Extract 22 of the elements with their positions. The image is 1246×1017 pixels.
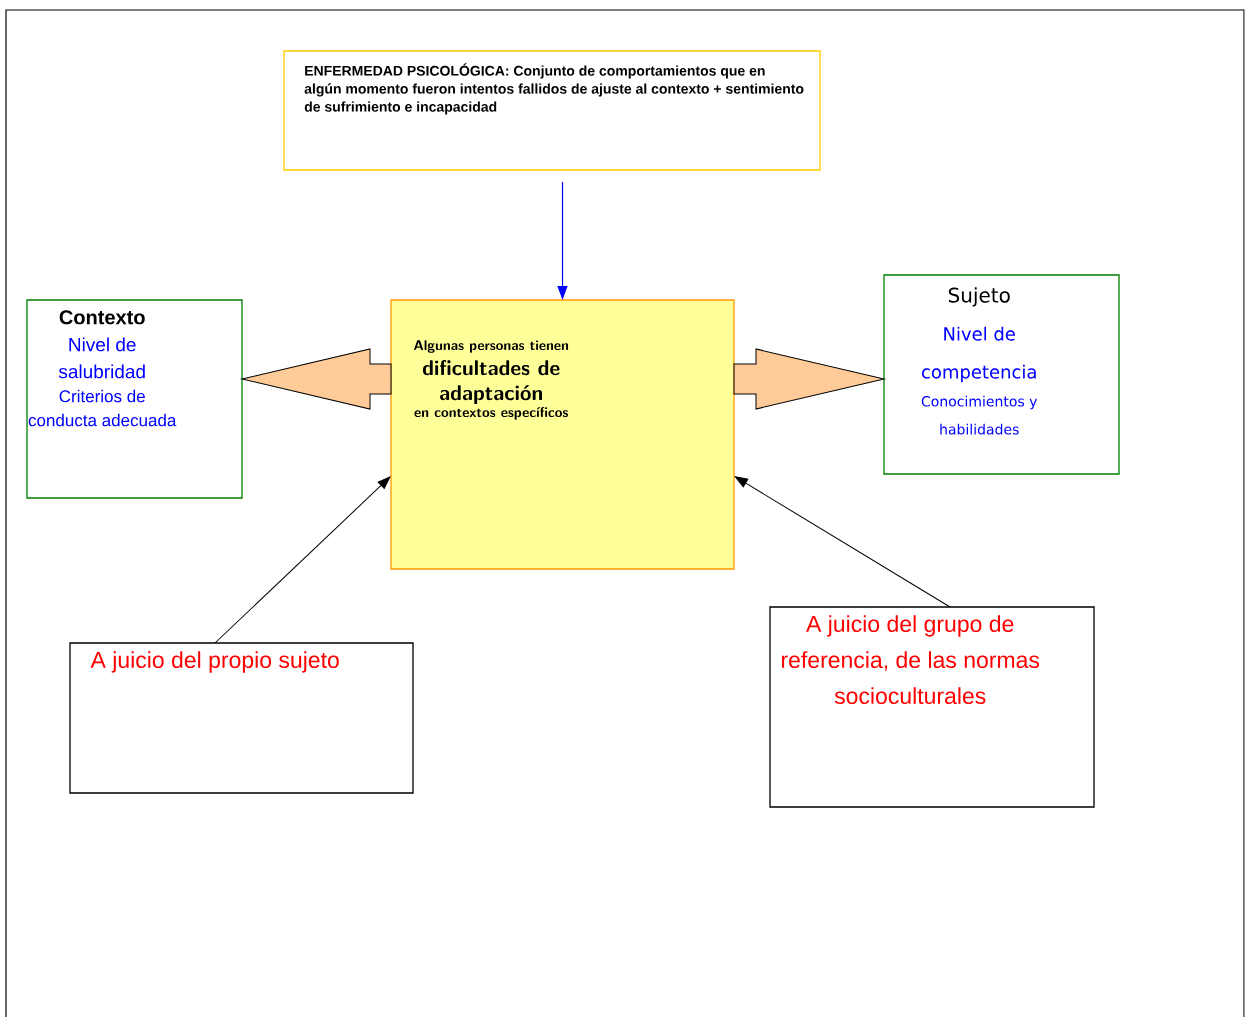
judgement-text: A juicio del grupo de referencia, de las normas socioculturales — [782, 615, 1040, 705]
block-arrow — [733, 348, 885, 410]
subject-box — [883, 274, 1120, 475]
definition-box — [283, 50, 821, 171]
node-text: Criterios de conducta adecuada — [28, 389, 177, 427]
judgement-box — [69, 642, 414, 794]
node-text: dificultades de adaptación — [423, 360, 560, 404]
judgement-box — [769, 606, 1095, 808]
context-box — [26, 299, 243, 499]
block-arrow — [241, 348, 392, 410]
definition-text: ENFERMEDAD PSICOLÓGICA: Conjunto de comportamientos que en algún momento fueron intentos fallidos de ajuste al contexto + sentimiento de sufrimiento e incapacidad — [304, 63, 804, 115]
arrow — [734, 476, 951, 608]
arrow — [214, 476, 391, 644]
central-box — [390, 299, 735, 570]
node-text: Sujeto — [948, 287, 1010, 307]
node-text: Nivel de salubridad — [58, 337, 145, 379]
node-text: Contexto — [59, 310, 145, 325]
node-text: en contextos específicos — [414, 407, 568, 420]
node-text: Conocimientos y habilidades — [921, 395, 1038, 435]
node-text: Algunas personas tienen — [414, 340, 569, 353]
judgement-text: A juicio del propio sujeto — [90, 651, 339, 673]
node-text: Nivel de competencia — [922, 326, 1036, 383]
